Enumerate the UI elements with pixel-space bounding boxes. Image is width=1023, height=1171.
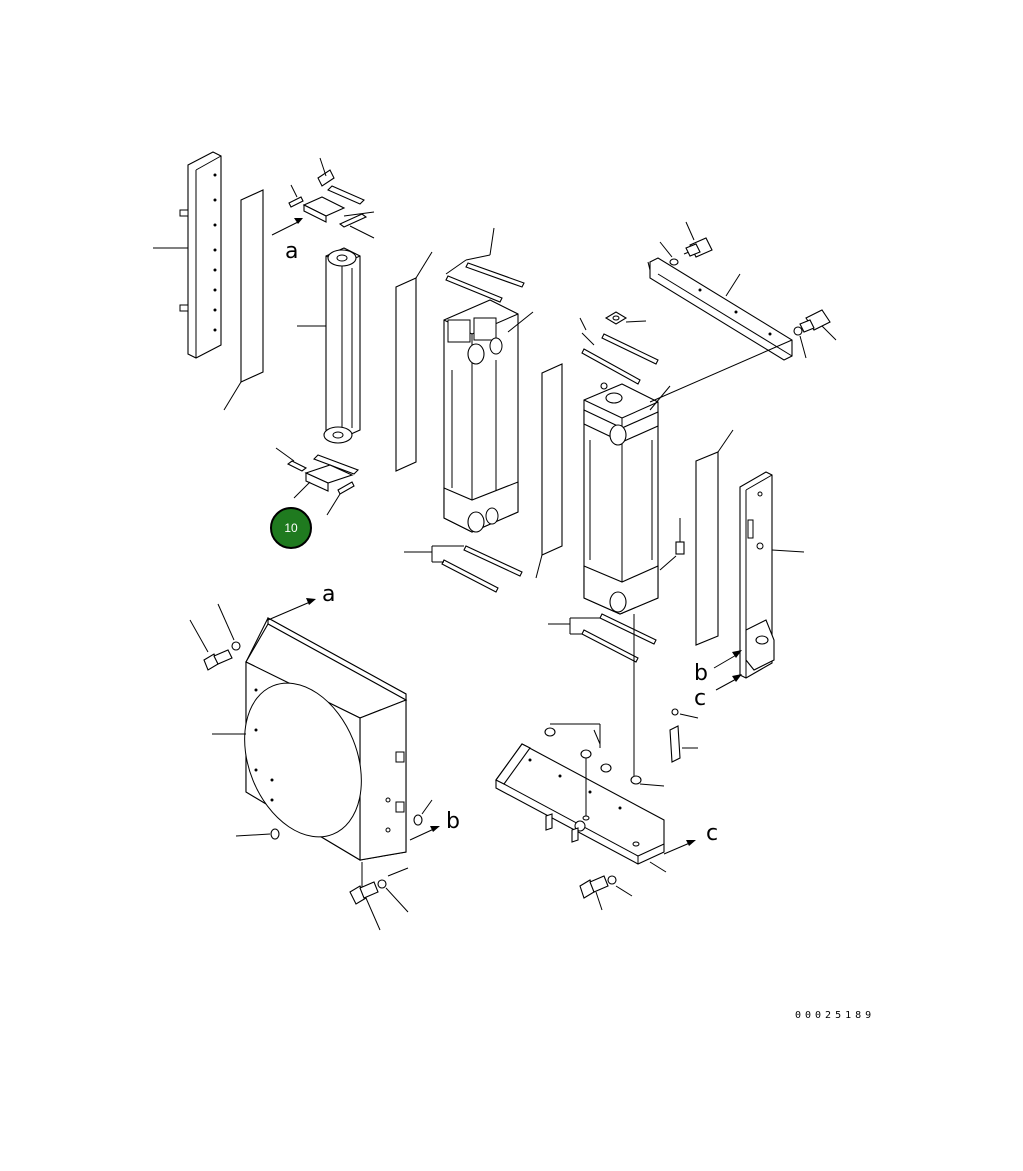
- ref-label-b-right: b: [694, 661, 708, 686]
- lower-mount-brackets: [275, 447, 359, 516]
- base-bolt: [579, 875, 633, 911]
- callout-badge-10[interactable]: 10: [270, 507, 312, 549]
- shroud-bottom-fittings: b: [235, 799, 460, 931]
- left-side-post: [153, 151, 222, 359]
- right-seal-strip: [695, 429, 734, 646]
- shroud-bolt-upper: a: [189, 582, 335, 671]
- ref-label-a-upper: a: [285, 239, 298, 264]
- radiator-core: [583, 382, 671, 615]
- oil-cooler: [297, 247, 361, 444]
- small-fittings: [669, 708, 699, 763]
- ref-label-c-lower: c: [706, 821, 718, 846]
- right-center-seal-strip: [535, 363, 563, 579]
- upper-strip-pair: [445, 227, 525, 303]
- right-side-post: b c: [694, 471, 805, 711]
- radiator-top-strips: [579, 317, 659, 385]
- radiator-lower-strips: [548, 613, 657, 663]
- upper-mount-brackets: a: [271, 157, 375, 264]
- document-id: 00025189: [795, 1010, 876, 1021]
- filler-neck: [604, 311, 647, 325]
- ref-label-a-lower: a: [322, 582, 335, 607]
- lower-strip-pair: [404, 545, 523, 593]
- center-seal-strip: [395, 251, 433, 472]
- ref-label-c-right: c: [694, 686, 706, 711]
- ref-label-b-lower: b: [446, 809, 460, 834]
- base-frame: c: [495, 723, 718, 873]
- upper-right-bracket: [647, 221, 837, 403]
- callout-badge-number: 10: [284, 521, 298, 535]
- fan-shroud: [212, 617, 409, 890]
- aftercooler-core: [443, 299, 534, 533]
- drain-cock: [659, 518, 685, 571]
- left-seal-strip: [223, 189, 264, 411]
